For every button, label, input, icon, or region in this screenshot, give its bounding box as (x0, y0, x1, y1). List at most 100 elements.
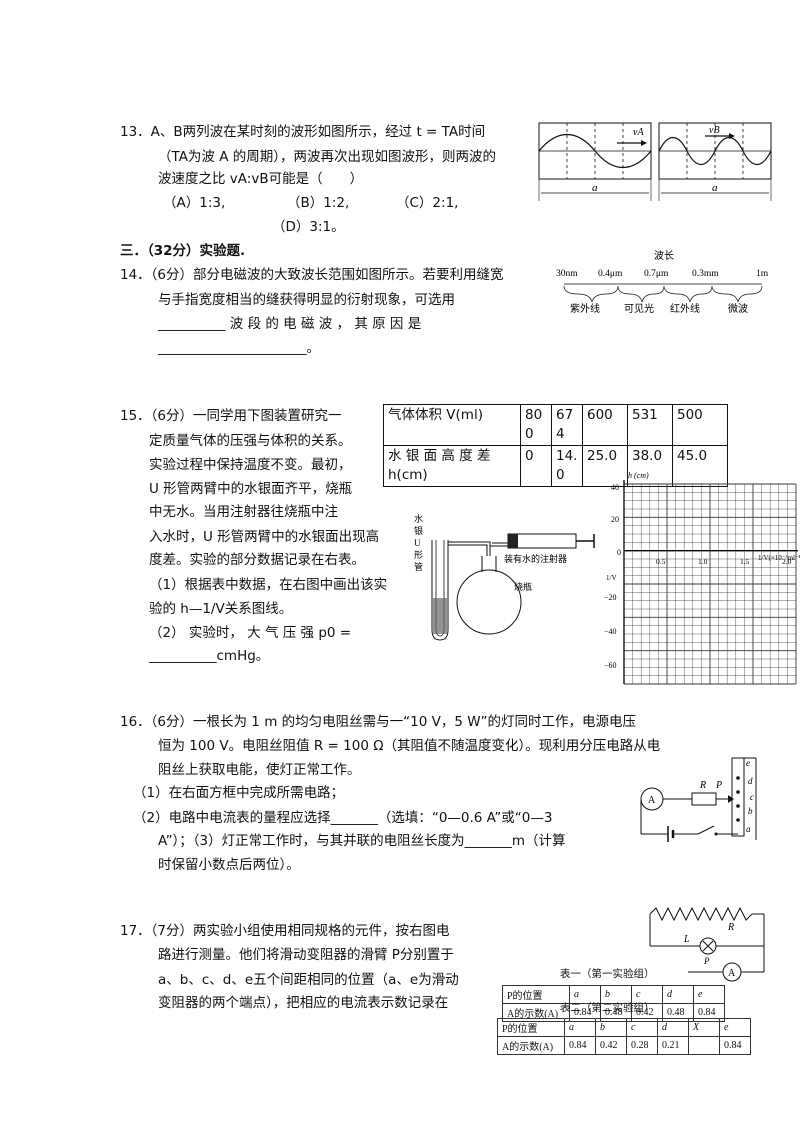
q17-t1-cell: b (600, 985, 632, 1004)
q15-line-8: （1）根据表中数据，在右图中画出该实 (149, 577, 388, 593)
q17-line-4: 变阻器的两个端点），把相应的电流表示数记录在 (158, 995, 449, 1011)
q17-t2-cell: c (626, 1018, 658, 1037)
q17-table1-title: 表一（第一实验组） (560, 969, 655, 980)
q17-t2-cell: a (564, 1018, 596, 1037)
q13-line-3: 波速度之比 vA:vB可能是（ ） (158, 171, 364, 187)
q13-line-2: （TA为波 A 的周期），两波再次出现如图波形，则两波的 (158, 149, 497, 165)
q14-tick-0: 30nm (556, 269, 578, 279)
q14-band-visible: 可见光 (624, 302, 654, 315)
q13-va-label: vA (633, 127, 644, 138)
table-row: P的位置 a b c d e (502, 985, 725, 1004)
q13-option-a: （A）1:3, (163, 195, 226, 211)
q15-graph-left-label: 1/V (606, 574, 617, 582)
q15-graph-xlabel: 1/V(×10⁻³ml⁻¹) (758, 554, 800, 562)
q15-graph-xtick: 0.5 (656, 557, 666, 566)
q15-graph-ytick: −60 (604, 661, 617, 670)
q15-table-cell: 0 (520, 445, 552, 487)
q16-line-6: A”）；（3）灯正常工作时，与其并联的电阻丝长度为_______m（计算 (158, 833, 566, 849)
q17-t1-cell: e (693, 985, 725, 1004)
q13-wave-figure: vA vB a a (538, 122, 772, 201)
q17-ammeter-label: A (728, 968, 736, 979)
q16-r-label: R (699, 780, 706, 791)
q17-t1-header: P的位置 (502, 985, 570, 1004)
q15-flask-label: 烧瓶 (514, 581, 532, 592)
q13-line-1: 13．A、B两列波在某时刻的波形如图所示，经过 t = TA时间 (120, 124, 486, 140)
q15-line-2: 定质量气体的压强与体积的关系。 (149, 433, 352, 449)
q14-spectrum-figure: 波长 30nm 0.4μm 0.7μm 0.3mm 1m 紫外线 可见光 红外线… (556, 249, 769, 315)
q15-graph-xtick: 1.5 (740, 557, 750, 566)
q17-t1-cell: c (631, 985, 663, 1004)
q15-graph-ytick: 40 (611, 483, 619, 492)
q14-title: 波长 (654, 249, 674, 262)
q16-line-4: （1）在右面方框中完成所需电路； (133, 785, 345, 801)
q14-line-2: 与手指宽度相当的缝获得明显的衍射现象，可选用 (158, 292, 455, 308)
q17-table-2: P的位置 a b c d X e A的示数(A) 0.84 0.42 0.28 … (497, 1018, 751, 1055)
q15-graph-ytick: 0 (617, 548, 621, 557)
q17-table2-title: 表二（第二实验组） (560, 1003, 655, 1014)
q15-data-table: 气体体积 V(ml) 80 0 67 4 600 531 500 水 银 面 高… (383, 404, 728, 487)
q16-label-e: e (746, 758, 750, 768)
q15-table-cell: 67 4 (551, 404, 583, 446)
q15-table-cell: 500 (672, 404, 728, 446)
q15-syringe-label: 装有水的注射器 (504, 553, 567, 564)
q17-t2-header: P的位置 (497, 1018, 565, 1037)
section-3-heading: 三．（32分）实验题. (120, 243, 246, 259)
q15-table-cell: 38.0 (627, 445, 673, 487)
q17-t2-cell: X (688, 1018, 720, 1037)
q15-graph-xtick: 1.0 (698, 557, 708, 566)
q14-band-microwave: 微波 (728, 302, 748, 315)
q17-t1-cell: a (569, 985, 601, 1004)
q17-table-1: P的位置 a b c d e A的示数(A) 0.84 0.48 0.42 0.… (502, 985, 725, 1022)
q16-p-label: P (715, 780, 722, 791)
q15-graph-ylabel: h (cm) (628, 471, 649, 480)
q17-line-1: 17．（7分）两实验小组使用相同规格的元件，按右图电 (120, 923, 450, 939)
q16-line-1: 16．（6分）一根长为 1 m 的均匀电阻丝需与一“10 V，5 W”的灯同时工… (120, 714, 637, 730)
q15-line-3: 实验过程中保持温度不变。最初， (149, 457, 352, 473)
table-row: 水 银 面 高 度 差 h(cm) 0 14. 0 25.0 38.0 45.0 (383, 445, 728, 487)
table-row: P的位置 a b c d X e (497, 1018, 751, 1037)
q17-t2-cell: e (719, 1018, 751, 1037)
q17-t2-cell: d (657, 1018, 689, 1037)
q17-lamp-label: L (683, 934, 690, 945)
q15-graph-ytick: −40 (604, 627, 617, 636)
q16-line-5: （2）电路中电流表的量程应选择_______（选填：“0—0.6 A”或“0—3 (133, 810, 553, 826)
q16-label-a: a (746, 824, 751, 834)
q17-t2-cell: b (595, 1018, 627, 1037)
q15-line-9: 验的 h—1/V关系图线。 (149, 601, 293, 617)
q14-line-4: ______________________。 (158, 340, 320, 356)
q14-tick-2: 0.7μm (644, 269, 669, 279)
q17-t2-cell: 0.84 (564, 1036, 596, 1055)
q13-option-b: （B）1:2, (287, 195, 350, 211)
q13-option-c: （C）2:1, (396, 195, 459, 211)
q15-table-header-volume: 气体体积 V(ml) (383, 404, 521, 446)
q17-line-2: 路进行测量。他们将滑动变阻器的滑臂 P分别置于 (158, 947, 454, 963)
q14-band-uv: 紫外线 (570, 302, 600, 315)
q17-t2-header: A的示数(A) (497, 1036, 565, 1055)
q17-circuit-figure: R L P A (649, 906, 765, 982)
table-row: A的示数(A) 0.84 0.42 0.28 0.21 0.84 (497, 1036, 751, 1055)
q15-graph-xtick: 2.0 (782, 557, 792, 566)
q15-graph-ytick: 20 (611, 515, 619, 524)
q15-table-cell: 45.0 (672, 445, 728, 487)
q16-label-d: d (748, 776, 753, 786)
q17-t2-cell: 0.21 (657, 1036, 689, 1055)
q17-r-label: R (727, 922, 734, 933)
q16-line-7: 时保留小数点后两位）。 (158, 857, 300, 873)
q14-line-1: 14．（6分）部分电磁波的大致波长范围如图所示。若要利用缝宽 (120, 267, 504, 283)
q15-line-5: 中无水。当用注射器往烧瓶中注 (149, 504, 338, 520)
q15-table-cell: 80 0 (520, 404, 552, 446)
q13-a-label-2: a (712, 182, 718, 194)
q13-a-label-1: a (592, 182, 598, 194)
q16-label-c: c (750, 792, 754, 802)
q15-table-header-height: 水 银 面 高 度 差 h(cm) (383, 445, 521, 487)
q17-t2-cell: 0.28 (626, 1036, 658, 1055)
q14-tick-4: 1m (756, 269, 769, 279)
q16-circuit-figure: A R P e d c b a (640, 757, 757, 842)
q16-ammeter-label: A (648, 795, 656, 806)
q17-line-3: a、b、c、d、e五个间距相同的位置（a、e为滑动 (158, 972, 459, 988)
q17-t2-cell: 0.84 (719, 1036, 751, 1055)
q15-table-cell: 25.0 (582, 445, 628, 487)
q16-label-b: b (748, 806, 753, 816)
q15-line-10: （2） 实验时， 大 气 压 强 p0 = (149, 625, 352, 641)
